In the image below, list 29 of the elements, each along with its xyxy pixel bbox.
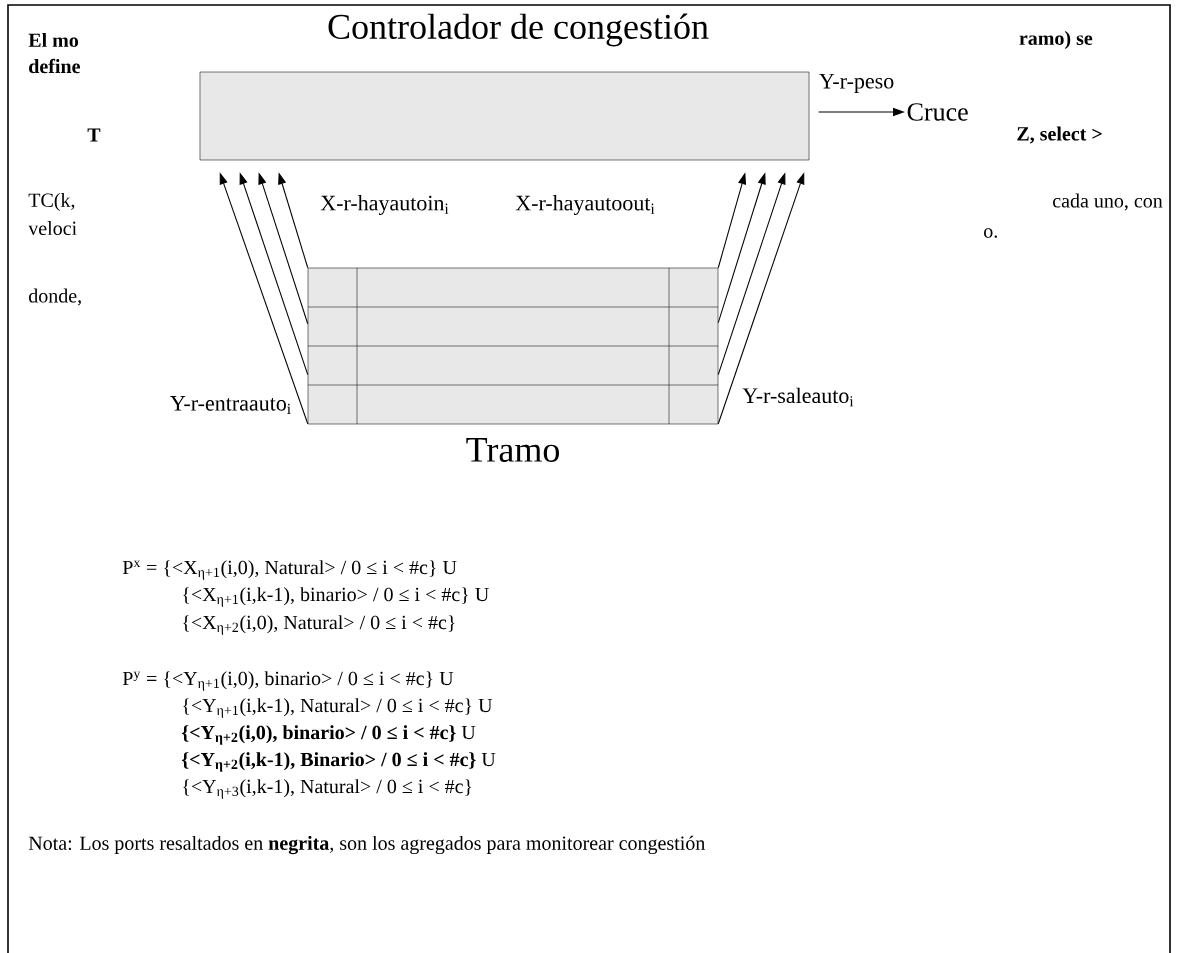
- node-label: Tramo: [466, 438, 559, 462]
- port-label: Y-r-entraauto$_{i}$: [170, 396, 291, 414]
- port-label: Y-r-saleauto$_{i}$: [742, 387, 854, 407]
- paragraph-text: ramo) se: [1019, 30, 1093, 50]
- paragraph-text: o.: [984, 228, 997, 238]
- formula-line: P$^{x}$ = {<X$_{η+1}$(i,0), Natural> / 0 ≤ i < #c} U: [122, 560, 457, 580]
- formula-line: {<Y$_{η+2}$(i,k-1), Binario> / 0 ≤ i < #c} U: [181, 752, 496, 772]
- paragraph-text: Z, select >: [1017, 126, 1102, 144]
- paragraph-text: cada uno, con: [1053, 193, 1163, 211]
- lane-grid-box: Tramo: [307, 267, 719, 462]
- formula-line: {<Y$_{η+2}$(i,0), binario> / 0 ≤ i < #c} U: [181, 725, 476, 745]
- paragraph-text: El mo: [28, 33, 79, 48]
- formula-line: {<X$_{η+2}$(i,0), Natural> / 0 ≤ i < #c}: [183, 615, 455, 635]
- process-box: Controlador de congestión: [199, 13, 810, 161]
- paragraph-text: veloci: [28, 221, 77, 236]
- edge-label: Y-r-peso: [819, 74, 894, 94]
- formula-line: {<Y$_{η+3}$(i,k-1), Natural> / 0 ≤ i < #c}: [183, 779, 472, 799]
- port-label: X-r-hayautoout$_{i}$: [515, 195, 655, 215]
- node-label: Controlador de congestión: [328, 13, 709, 47]
- port-label: X-r-hayautoin$_{i}$: [320, 195, 449, 215]
- paragraph-text: TC(k,: [28, 192, 75, 212]
- formula-line: {<X$_{η+1}$(i,k-1), binario> / 0 ≤ i < #c} U: [183, 587, 489, 607]
- node-label: Cruce: [907, 103, 968, 121]
- paragraph-text: define: [29, 58, 80, 74]
- paragraph-text: donde,: [29, 288, 81, 306]
- formula-line: P$^{y}$ = {<Y$_{η+1}$(i,0), binario> / 0 ≤ i < #c} U: [122, 671, 454, 691]
- note-text: Nota: Los ports resaltados en negrita, son los agregados para monitorear congestión: [28, 835, 706, 855]
- paragraph-text: T: [87, 128, 101, 142]
- formula-line: {<Y$_{η+1}$(i,k-1), Natural> / 0 ≤ i < #c} U: [183, 698, 493, 718]
